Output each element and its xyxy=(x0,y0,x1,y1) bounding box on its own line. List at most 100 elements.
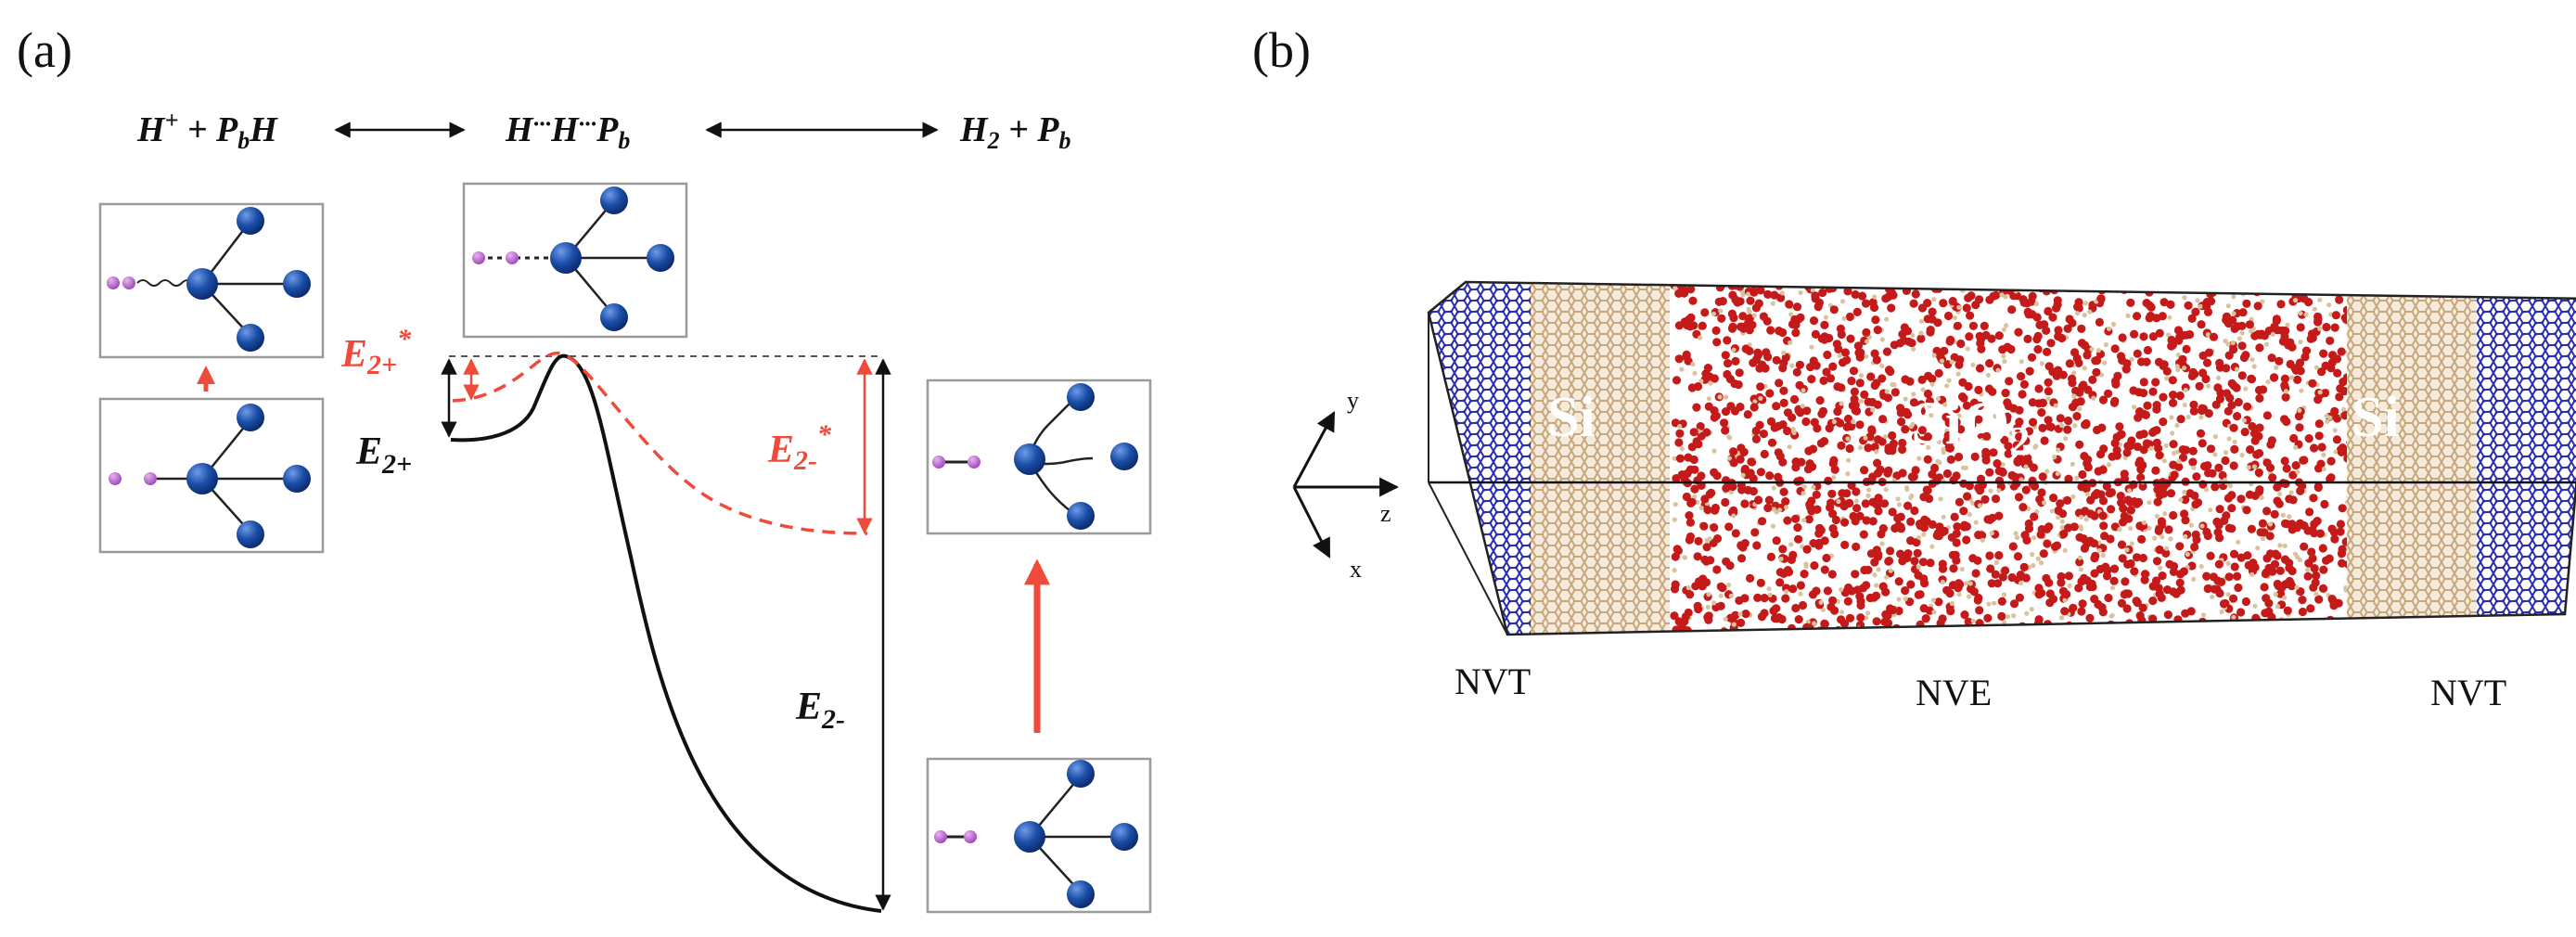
oxide-atom xyxy=(2170,470,2179,480)
oxide-atom xyxy=(2173,282,2184,288)
oxide-atom xyxy=(2280,456,2289,466)
oxide-atom xyxy=(2185,551,2190,558)
oxide-atom xyxy=(1685,535,1694,545)
oxide-atom xyxy=(2095,564,2105,574)
oxide-atom xyxy=(2296,486,2305,495)
oxide-atom xyxy=(1879,337,1885,342)
oxide-atom xyxy=(1988,387,1997,396)
oxide-atom xyxy=(2332,435,2341,444)
oxide-atom xyxy=(2155,545,2164,555)
oxide-atom xyxy=(2113,282,2122,287)
oxide-atom xyxy=(2157,517,2166,526)
oxide-atom xyxy=(2356,623,2365,634)
oxide-atom xyxy=(2019,477,2024,482)
oxide-atom xyxy=(1788,413,1797,422)
oxide-atom xyxy=(2110,344,2120,353)
oxide-atom xyxy=(1850,387,1859,396)
oxide-atom xyxy=(2186,607,2196,616)
oxide-atom xyxy=(1803,563,1809,570)
oxide-atom xyxy=(1794,534,1803,544)
oxide-atom xyxy=(1672,502,1678,507)
oxide-atom xyxy=(2325,418,2330,424)
oxide-atom xyxy=(1837,441,1846,450)
oxide-atom xyxy=(2137,282,2147,290)
oxide-atom xyxy=(2351,282,2360,289)
oxide-atom xyxy=(1698,335,1703,340)
oxide-atom xyxy=(2332,414,2342,423)
oxide-atom xyxy=(2261,570,2270,579)
oxide-atom xyxy=(2095,450,2106,459)
oxide-atom xyxy=(2102,481,2111,491)
oxide-atom xyxy=(1980,321,1989,330)
oxide-atom xyxy=(1940,526,1949,536)
oxide-atom xyxy=(1864,353,1869,359)
oxide-atom xyxy=(1930,463,1940,473)
oxide-atom xyxy=(1809,356,1818,366)
oxide-atom xyxy=(2202,358,2212,367)
oxide-atom xyxy=(1877,530,1886,539)
oxide-atom xyxy=(2168,376,2177,385)
oxide-atom xyxy=(2206,551,2215,560)
oxide-atom xyxy=(1888,507,1897,517)
oxide-atom xyxy=(2205,332,2211,338)
oxide-atom xyxy=(1916,456,1922,461)
oxide-atom xyxy=(1935,396,1942,402)
oxide-atom xyxy=(1988,488,1993,494)
oxide-atom xyxy=(1788,542,1794,547)
oxide-atom xyxy=(1753,593,1762,603)
oxide-atom xyxy=(2273,482,2282,492)
oxide-atom xyxy=(1761,364,1770,373)
oxide-atom xyxy=(1870,407,1876,413)
oxide-atom xyxy=(1852,640,1857,645)
oxide-atom xyxy=(1770,423,1779,432)
oxide-atom xyxy=(1968,321,1978,330)
oxide-atom xyxy=(2270,373,2279,382)
oxide-atom xyxy=(1810,561,1819,571)
oxide-atom xyxy=(1671,552,1680,561)
oxide-atom xyxy=(1848,636,1856,645)
oxide-atom xyxy=(1861,499,1870,508)
oxide-atom xyxy=(1837,615,1846,624)
oxide-atom xyxy=(2079,534,2088,544)
oxide-atom xyxy=(1874,449,1879,455)
oxide-atom xyxy=(2336,384,2345,393)
oxide-atom xyxy=(1718,308,1724,314)
oxide-atom xyxy=(2043,640,2051,648)
oxide-atom xyxy=(1824,282,1829,287)
oxide-atom xyxy=(1690,361,1696,367)
oxide-atom xyxy=(1994,511,2004,520)
oxide-atom xyxy=(1939,358,1945,364)
oxide-atom xyxy=(1693,382,1703,391)
oxide-atom xyxy=(2042,326,2051,335)
oxide-atom xyxy=(2239,453,2245,458)
oxide-atom xyxy=(1750,528,1760,537)
oxide-atom xyxy=(2093,355,2102,366)
oxide-atom xyxy=(1970,452,1980,461)
oxide-atom xyxy=(2075,440,2084,449)
oxide-atom xyxy=(2007,470,2017,481)
oxide-atom xyxy=(1731,513,1737,519)
oxide-atom xyxy=(2110,321,2117,327)
oxide-atom xyxy=(1903,597,1908,602)
oxide-atom xyxy=(1923,314,1932,324)
oxide-atom xyxy=(2129,356,2134,363)
oxide-atom xyxy=(2219,599,2228,609)
oxide-atom xyxy=(2008,542,2018,551)
oxide-atom xyxy=(2225,560,2231,567)
oxide-atom xyxy=(1798,629,1807,635)
oxide-atom xyxy=(2133,442,2142,452)
oxide-atom xyxy=(1929,381,1935,387)
oxide-atom xyxy=(1804,282,1810,284)
oxide-atom xyxy=(2309,494,2318,503)
oxide-atom xyxy=(2043,347,2052,356)
oxide-atom xyxy=(2326,336,2335,345)
oxide-atom xyxy=(2098,511,2108,520)
oxide-atom xyxy=(1884,389,1890,394)
oxide-atom xyxy=(2109,576,2119,585)
oxide-atom xyxy=(2166,300,2175,309)
oxide-atom xyxy=(2083,301,2088,306)
oxide-atom xyxy=(2019,580,2024,586)
oxide-atom xyxy=(2298,596,2307,605)
oxide-atom xyxy=(1887,303,1896,313)
oxide-atom xyxy=(2067,583,2072,589)
